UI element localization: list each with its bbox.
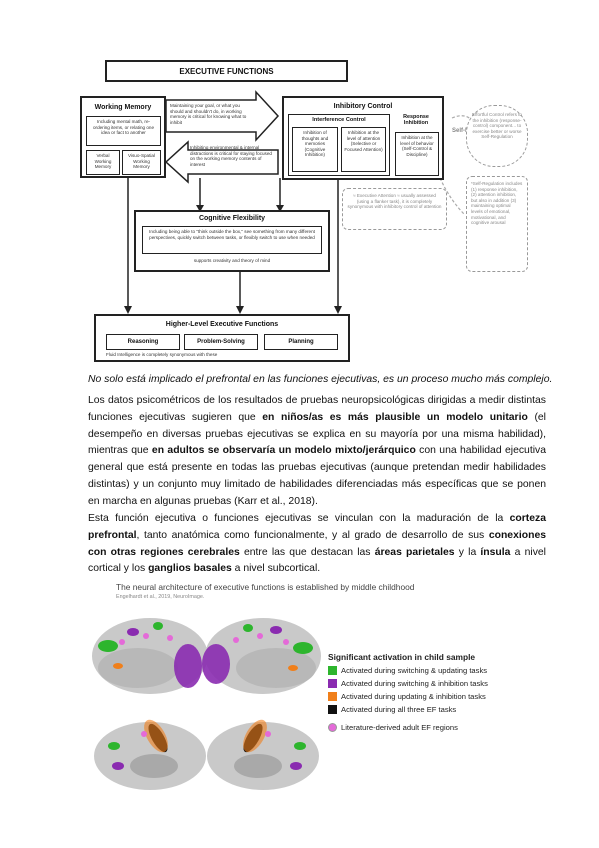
cognitive-inhibition-label: Inhibition of thoughts and memories (Cog… bbox=[301, 130, 329, 158]
paragraph-models: Los datos psicométricos de los resultado… bbox=[88, 393, 546, 511]
interference-control-title: Interference Control bbox=[312, 117, 366, 123]
higher-level-ef-title: Higher-Level Executive Functions bbox=[165, 321, 279, 328]
executive-attention-box: ≈ Executive Attention ≈ usually assessed… bbox=[342, 188, 447, 230]
inhibitory-control-box: Inhibitory Control Interference Control … bbox=[282, 96, 444, 180]
brain-figure: The neural architecture of executive fun… bbox=[88, 578, 518, 828]
executive-functions-diagram: EXECUTIVE FUNCTIONS Working Memory Inclu… bbox=[0, 0, 599, 370]
problem-solving-box: Problem-Solving bbox=[184, 334, 258, 350]
lateral-right-brain bbox=[202, 618, 321, 694]
response-inhibition-title: Response Inhibition bbox=[403, 114, 429, 126]
behavior-inhibition-box: Inhibition at the level of behavior (Sel… bbox=[395, 132, 439, 176]
p2-highlight-insula: ínsula bbox=[480, 546, 511, 558]
self-regulation-note-box: *Self-Regulation includes (1) response i… bbox=[466, 176, 528, 272]
legend-swatch bbox=[328, 692, 337, 701]
working-memory-title: Working Memory bbox=[94, 104, 152, 111]
cognitive-flexibility-box: Cognitive Flexibility Including being ab… bbox=[134, 210, 330, 272]
p2-highlight-parietal: áreas parietales bbox=[374, 546, 455, 558]
diagram-title-box: EXECUTIVE FUNCTIONS bbox=[105, 60, 348, 82]
p2-text-a: Esta función ejecutiva o funciones ejecu… bbox=[88, 513, 510, 524]
brain-figure-source: Engelhardt et al., 2019, NeuroImage. bbox=[116, 594, 205, 600]
working-memory-desc: Including mental math, re-ordering items… bbox=[92, 119, 155, 136]
cognitive-inhibition-box: Inhibition of thoughts and memories (Cog… bbox=[292, 127, 338, 172]
legend-title: Significant activation in child sample bbox=[328, 652, 476, 662]
adult-ef-swatch bbox=[328, 723, 337, 732]
p1-text-e: con una habilidad ejecutiva general que … bbox=[88, 445, 546, 507]
medial-left-brain bbox=[94, 719, 206, 790]
attention-inhibition-box: Inhibition at the level of attention (Se… bbox=[341, 127, 386, 172]
interference-control-box: Interference Control Inhibition of thoug… bbox=[288, 114, 390, 176]
verbal-wm-box: Verbal Working Memory bbox=[86, 150, 120, 175]
arrow-top-text: Maintaining your goal, or what you shoul… bbox=[170, 103, 247, 125]
figure-caption: No solo está implicado el prefrontal en … bbox=[88, 374, 553, 385]
problem-solving-label: Problem-Solving bbox=[197, 339, 245, 345]
p2-highlight-basal-ganglia: ganglios basales bbox=[148, 563, 232, 575]
fluid-intelligence-note: Fluid Intelligence is completely synonym… bbox=[106, 352, 218, 357]
visuospatial-wm-label: Visuo-Spatial Working Memory bbox=[128, 153, 155, 170]
effortful-control-bubble: Effortful Control refers to the inhibiti… bbox=[466, 105, 528, 167]
paragraph-maturation: Esta función ejecutiva o funciones ejecu… bbox=[88, 511, 546, 578]
effortful-control-text: Effortful Control refers to the inhibiti… bbox=[472, 112, 522, 140]
verbal-wm-label: Verbal Working Memory bbox=[94, 153, 112, 170]
legend-swatch bbox=[328, 666, 337, 675]
reasoning-label: Reasoning bbox=[127, 339, 159, 345]
planning-label: Planning bbox=[288, 339, 314, 345]
adult-ef-label: Literature-derived adult EF regions bbox=[341, 723, 458, 732]
legend-label: Activated during switching & inhibition … bbox=[341, 679, 488, 688]
p1-highlight-mixed: en adultos se observaría un modelo mixto… bbox=[151, 445, 416, 457]
arrow-bottom-text: Inhibiting environmental & internal dist… bbox=[190, 145, 272, 167]
legend-label: Activated during switching & updating ta… bbox=[341, 666, 488, 675]
attention-inhibition-label: Inhibition at the level of attention (Se… bbox=[344, 130, 383, 152]
working-memory-desc-box: Including mental math, re-ordering items… bbox=[86, 116, 161, 146]
working-memory-box: Working Memory Including mental math, re… bbox=[80, 96, 166, 178]
inhibitory-control-title: Inhibitory Control bbox=[333, 103, 393, 110]
p2-text-g: y la bbox=[454, 546, 481, 558]
reasoning-box: Reasoning bbox=[106, 334, 180, 350]
p2-text-e: entre las que destacan las bbox=[239, 546, 375, 558]
p1-text-c: (el desempeño en diversas pruebas ejecut… bbox=[88, 411, 546, 457]
visuospatial-wm-box: Visuo-Spatial Working Memory bbox=[122, 150, 161, 175]
brain-figure-title: The neural architecture of executive fun… bbox=[116, 582, 415, 592]
cognitive-flexibility-title: Cognitive Flexibility bbox=[198, 215, 266, 222]
planning-box: Planning bbox=[264, 334, 338, 350]
legend-swatch bbox=[328, 679, 337, 688]
legend-label: Activated during updating & inhibition t… bbox=[341, 692, 486, 701]
cognitive-flexibility-support: supports creativity and theory of mind bbox=[193, 258, 271, 263]
behavior-inhibition-label: Inhibition at the level of behavior (Sel… bbox=[400, 135, 434, 157]
legend-swatch bbox=[328, 705, 337, 714]
lateral-left-brain bbox=[92, 618, 208, 694]
self-regulation-note: *Self-Regulation includes (1) response i… bbox=[471, 181, 523, 226]
p2-text-k: a nivel subcortical. bbox=[231, 563, 321, 575]
diagram-connectors bbox=[124, 90, 479, 314]
executive-attention-text: ≈ Executive Attention ≈ usually assessed… bbox=[347, 193, 442, 210]
p1-highlight-unitary: en niños/as es más plausible un modelo u… bbox=[262, 411, 528, 423]
p1-text-a: Los datos psicométricos de los resultado… bbox=[88, 395, 546, 423]
diagram-title: EXECUTIVE FUNCTIONS bbox=[179, 67, 274, 76]
p2-text-c: , tanto anatómica como funcionalmente, y… bbox=[136, 529, 489, 541]
p2-text-i: a nivel cortical y los bbox=[88, 546, 546, 575]
brain-images bbox=[92, 618, 321, 790]
higher-level-ef-box: Higher-Level Executive Functions Reasoni… bbox=[94, 314, 350, 362]
legend-label: Activated during all three EF tasks bbox=[341, 705, 457, 714]
medial-right-brain bbox=[207, 719, 319, 790]
cognitive-flexibility-desc-box: Including being able to "think outside t… bbox=[142, 226, 322, 254]
cognitive-flexibility-desc: Including being able to "think outside t… bbox=[149, 229, 315, 240]
